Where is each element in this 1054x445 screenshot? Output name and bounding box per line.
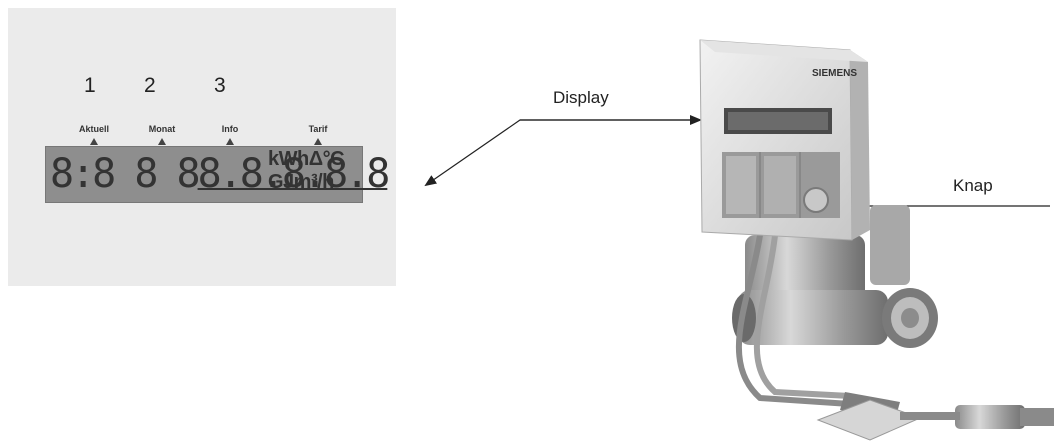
cable: [753, 234, 851, 399]
mode-label-tarif: Tarif: [308, 124, 328, 134]
position-number-3: 3: [214, 74, 226, 97]
lcd-digits-left: 8:8 8 8: [50, 151, 201, 197]
unit-gj-m3-h: GJm³/h: [268, 171, 334, 193]
mode-label-monat: Monat: [148, 124, 176, 134]
cable: [735, 234, 851, 407]
lcd-units: kWhΔ°C GJm³/h: [268, 148, 345, 194]
mode-indicator-triangle: [314, 138, 322, 145]
mode-label-aktuell: Aktuell: [78, 124, 110, 134]
lcd-digits-underlined: 8.8.8.8.8: [197, 151, 391, 197]
mode-indicator-triangle: [158, 138, 166, 145]
unit-kwh: kWh: [268, 148, 309, 170]
heat-meter-housing: [699, 39, 870, 241]
mode-label-info: Info: [221, 124, 239, 134]
unit-delta-celsius: Δ°C: [308, 148, 345, 170]
knap-callout-label: Knap: [953, 176, 993, 195]
lcd-screen: [45, 146, 363, 203]
device-brand-logo: SIEMENS: [812, 68, 857, 79]
position-number-2: 2: [144, 74, 156, 97]
sensor-fitting: [900, 405, 1054, 429]
mode-indicator-triangle: [226, 138, 234, 145]
mode-indicator-triangle: [90, 138, 98, 145]
position-number-1: 1: [84, 74, 96, 97]
display-callout-line: [424, 119, 693, 187]
device-push-button: [803, 187, 829, 213]
display-callout-label: Display: [553, 88, 609, 107]
lcd-digits: 8:8 8 8 8.8.8.8.8: [50, 151, 391, 197]
